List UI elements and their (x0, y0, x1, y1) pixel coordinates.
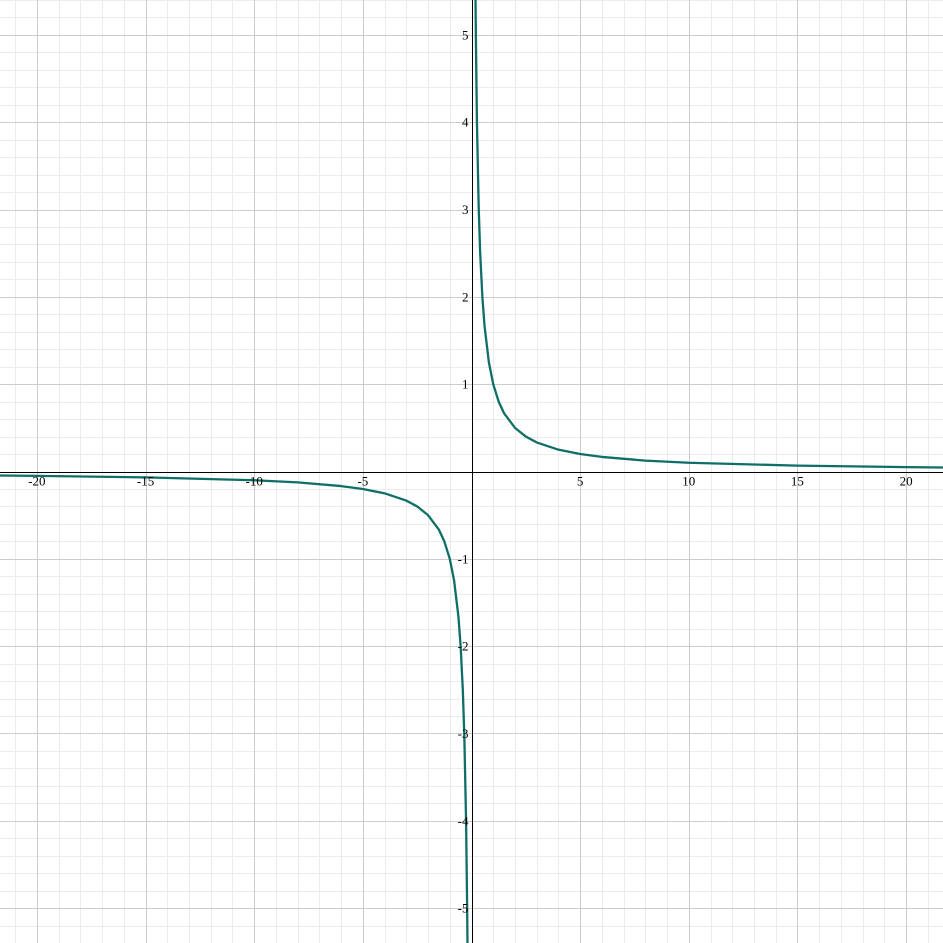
y-tick-label: 1 (462, 377, 469, 392)
curve-branch-1[interactable] (0, 474, 469, 943)
x-tick-label: -10 (246, 474, 263, 489)
x-tick-label: 10 (682, 474, 695, 489)
y-tick-label: -3 (458, 726, 469, 741)
y-tick-label: -2 (458, 639, 469, 654)
x-tick-label: 15 (791, 474, 804, 489)
y-tick-label: 5 (462, 27, 469, 42)
x-tick-label: -15 (137, 474, 154, 489)
curve-branch-2[interactable] (474, 0, 943, 469)
y-tick-label: -1 (458, 551, 469, 566)
y-tick-label: 2 (462, 289, 469, 304)
x-tick-label: -5 (357, 474, 368, 489)
y-tick-label: -5 (458, 901, 469, 916)
x-tick-label: 5 (577, 474, 584, 489)
y-tick-label: 4 (462, 115, 469, 130)
x-tick-label: -20 (28, 474, 45, 489)
y-tick-label: -4 (458, 813, 469, 828)
tick-labels: -20 -15 -10 -5 5 10 15 20 5 4 3 2 1 -1 -2 -3 -4 -5 (28, 27, 912, 915)
x-tick-label: 20 (900, 474, 913, 489)
y-tick-label: 3 (462, 202, 469, 217)
